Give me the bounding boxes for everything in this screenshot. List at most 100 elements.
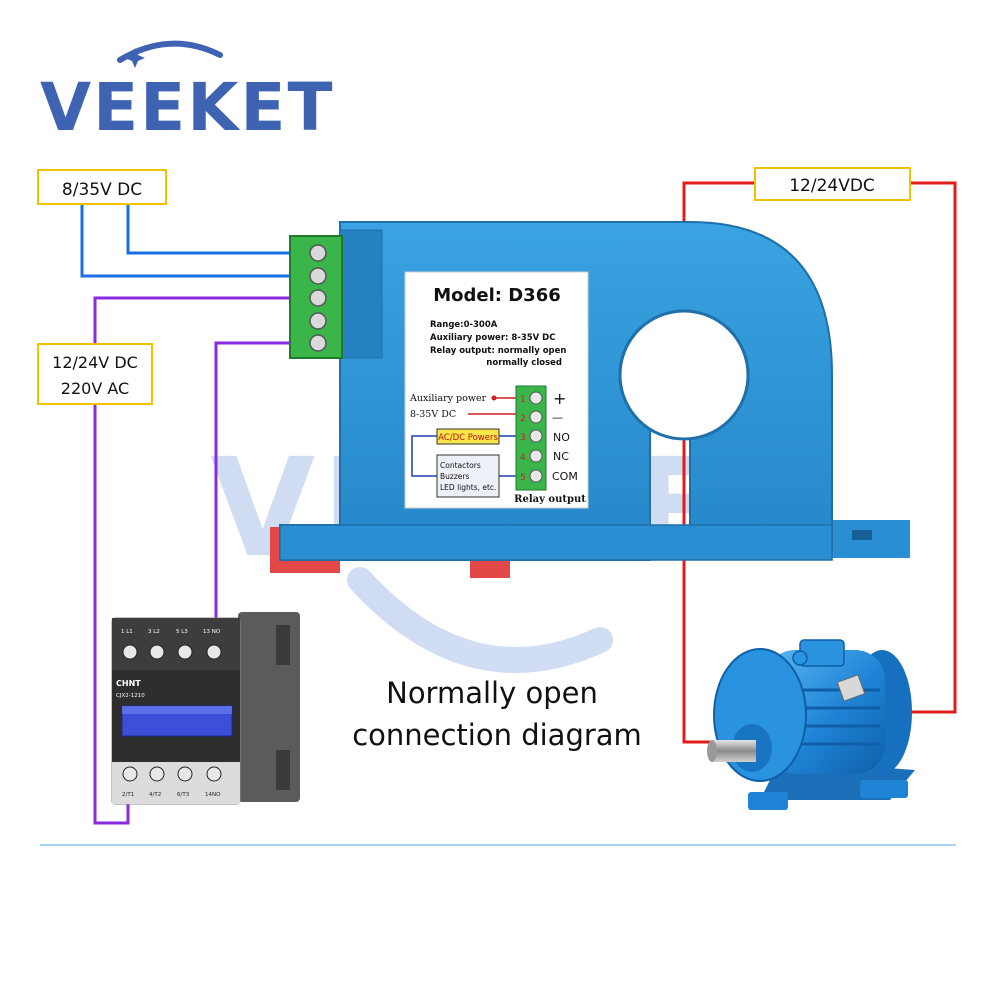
terminal-num-5: 5 xyxy=(520,473,526,483)
contactor-top-labels: 1 L1 3 L2 5 L3 13 NO xyxy=(121,629,221,635)
electric-motor xyxy=(707,639,915,810)
contactor-side-slot-lower xyxy=(276,750,290,790)
top-label-2: 3 L2 xyxy=(148,629,160,635)
screw-5 xyxy=(309,334,327,352)
acdc-label: AC/DC Powers xyxy=(438,433,498,443)
caption-line-1: Normally open xyxy=(386,676,598,710)
bottom-label-3: 6/T3 xyxy=(177,792,190,798)
spec-relay-1: Relay output: normally open xyxy=(430,346,566,356)
screw-2 xyxy=(309,267,327,285)
load-wire-supply xyxy=(93,296,318,825)
contactor-bottom-labels: 2/T1 4/T2 6/T3 14NO xyxy=(122,792,221,798)
terminal-sign-no: NO xyxy=(553,431,570,444)
aux-wire-positive xyxy=(126,204,318,255)
ct-hole xyxy=(618,309,750,441)
spec-relay-2: normally closed xyxy=(486,358,562,368)
bottom-screw-1 xyxy=(122,766,138,782)
load-item-led: LED lights, etc. xyxy=(440,483,496,492)
motor-foot-right xyxy=(860,780,908,798)
bottom-screw-4 xyxy=(206,766,222,782)
load-supply-label: 12/24V DC 220V AC xyxy=(37,343,153,405)
relay-output-label: Relay output xyxy=(514,494,586,505)
load-supply-wires xyxy=(93,296,318,825)
terminal-num-4: 4 xyxy=(520,453,526,463)
aux-power-wires xyxy=(80,204,318,278)
bottom-screw-2 xyxy=(149,766,165,782)
terminal-sign-plus: + xyxy=(553,389,566,408)
motor-wire-left xyxy=(682,181,755,744)
current-sensor-device: Model: D366 Range:0-300A Auxiliary power… xyxy=(270,221,910,578)
bottom-screw-3 xyxy=(177,766,193,782)
watermark-arc xyxy=(347,567,613,673)
logo-text: VEEKET xyxy=(40,69,335,146)
contactor-side-slot xyxy=(276,625,290,665)
load-supply-text-2: 220V AC xyxy=(61,379,129,398)
spec-aux: Auxiliary power: 8-35V DC xyxy=(430,333,555,343)
top-label-3: 5 L3 xyxy=(176,629,188,635)
load-supply-text-1: 12/24V DC xyxy=(52,353,138,372)
aux-supply-text: 8/35V DC xyxy=(62,180,142,200)
top-label-1: 1 L1 xyxy=(121,629,133,635)
motor-terminal-box xyxy=(799,639,845,667)
caption-line-2: connection diagram xyxy=(352,718,642,752)
top-label-4: 13 NO xyxy=(203,629,221,635)
top-screw-2 xyxy=(149,644,165,660)
mount-slot xyxy=(852,530,872,540)
motor-supply-text: 12/24VDC xyxy=(789,176,875,196)
terminal-num-2: 2 xyxy=(520,414,526,424)
aux-terminal-block xyxy=(289,235,343,359)
contactor-side xyxy=(238,612,300,802)
logo-sparkle-icon xyxy=(125,48,145,68)
screw-3 xyxy=(309,289,327,307)
load-supply-label-box xyxy=(37,343,153,405)
load-item-buzzers: Buzzers xyxy=(440,472,469,481)
aux-power-dot xyxy=(491,395,497,401)
motor-supply-label: 12/24VDC xyxy=(754,167,911,201)
motor-shaft-tip xyxy=(707,740,717,762)
screw-1 xyxy=(309,244,327,262)
contactor-top-strip xyxy=(112,618,240,670)
contactor-model: CJX2-1210 xyxy=(116,693,145,699)
body-lower-base xyxy=(279,524,833,561)
contactor-top-screws xyxy=(122,644,222,660)
motor-nameplate xyxy=(836,674,866,702)
aux-supply-label-box xyxy=(37,169,167,205)
contactor: 1 L1 3 L2 5 L3 13 NO CHNT CJX2-1210 2/T1… xyxy=(111,612,300,805)
motor-gland xyxy=(792,650,808,666)
device-side-panel xyxy=(339,229,383,359)
terminal-sign-nc: NC xyxy=(553,450,569,463)
brand-logo: VEEKET xyxy=(40,40,335,146)
terminal-num-3: 3 xyxy=(520,433,526,443)
screw-4 xyxy=(309,312,327,330)
aux-power-label: Auxiliary power xyxy=(409,393,487,404)
terminal-num-1: 1 xyxy=(520,395,526,405)
motor-supply-wires xyxy=(682,181,957,744)
contactor-bottom-screws xyxy=(122,766,222,782)
label-terminal-4 xyxy=(529,449,543,463)
label-terminal-1 xyxy=(529,391,543,405)
bottom-label-4: 14NO xyxy=(205,792,221,798)
top-screw-3 xyxy=(177,644,193,660)
terminal-signs: + — NO NC COM xyxy=(552,389,578,483)
load-item-contactors: Contactors xyxy=(440,461,481,470)
label-terminals: 1 2 3 4 5 xyxy=(520,391,543,483)
label-terminal-2 xyxy=(529,410,543,424)
bottom-label-1: 2/T1 xyxy=(122,792,134,798)
label-terminal-3 xyxy=(529,429,543,443)
top-screw-4 xyxy=(206,644,222,660)
model-title: Model: D366 xyxy=(433,285,561,306)
aux-supply-label: 8/35V DC xyxy=(37,169,167,205)
spec-range: Range:0-300A xyxy=(430,320,498,330)
contactor-actuator-shine xyxy=(122,706,232,714)
label-terminal-5 xyxy=(529,469,543,483)
aux-power-value: 8-35V DC xyxy=(410,409,456,420)
acdc-wire xyxy=(411,435,437,477)
motor-shaft xyxy=(712,740,756,762)
motor-supply-label-box xyxy=(754,167,911,201)
terminal-sign-minus: — xyxy=(552,411,563,424)
diagram-caption: Normally open connection diagram xyxy=(352,676,642,752)
top-screw-1 xyxy=(122,644,138,660)
logo-arc xyxy=(117,40,223,63)
load-wire-coil xyxy=(214,341,318,640)
